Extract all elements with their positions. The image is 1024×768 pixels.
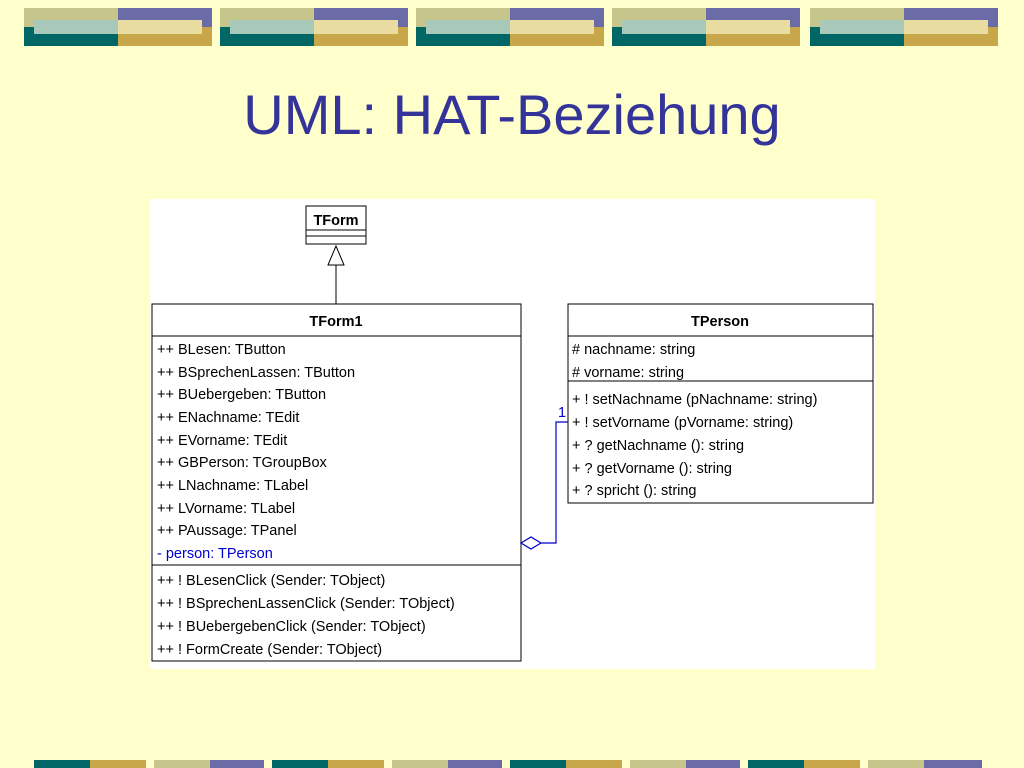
bottom-band-segment bbox=[686, 760, 740, 768]
uml-diagram-canvas: TForm TForm1 ++ BLesen: TButton ++ BSpre… bbox=[151, 205, 874, 662]
tperson-method: + ? spricht (): string bbox=[572, 483, 697, 499]
tform1-method: ++ ! BLesenClick (Sender: TObject) bbox=[157, 573, 385, 589]
bottom-band-segment bbox=[34, 760, 90, 768]
top-decoration-tile bbox=[24, 8, 212, 46]
top-decoration-tile bbox=[220, 8, 408, 46]
bottom-band-segment bbox=[448, 760, 502, 768]
bottom-band-segment bbox=[924, 760, 982, 768]
association-multiplicity: 1 bbox=[558, 405, 566, 421]
tform1-attribute: ++ ENachname: TEdit bbox=[157, 410, 299, 426]
bottom-band-segment bbox=[804, 760, 860, 768]
class-name-tform1: TForm1 bbox=[309, 314, 362, 330]
tform1-association-attribute: - person: TPerson bbox=[157, 546, 273, 562]
tform1-attribute: ++ LNachname: TLabel bbox=[157, 478, 308, 494]
bottom-band-segment bbox=[90, 760, 146, 768]
tform1-attribute: ++ BSprechenLassen: TButton bbox=[157, 365, 355, 381]
tform1-method: ++ ! FormCreate (Sender: TObject) bbox=[157, 642, 382, 658]
bottom-band-segment bbox=[868, 760, 924, 768]
tperson-method: + ! setVorname (pVorname: string) bbox=[572, 415, 793, 431]
tform1-attribute: ++ LVorname: TLabel bbox=[157, 501, 295, 517]
tperson-method: + ! setNachname (pNachname: string) bbox=[572, 392, 817, 408]
tform1-attribute: ++ PAussage: TPanel bbox=[157, 523, 297, 539]
bottom-band-segment bbox=[510, 760, 566, 768]
tform1-attribute: ++ BUebergeben: TButton bbox=[157, 387, 326, 403]
tform1-attribute: ++ GBPerson: TGroupBox bbox=[157, 455, 328, 471]
class-name-tform: TForm bbox=[313, 213, 358, 229]
bottom-band-segment bbox=[272, 760, 328, 768]
aggregation-association: 1 bbox=[519, 405, 568, 550]
tform1-attribute: ++ BLesen: TButton bbox=[157, 342, 286, 358]
bottom-band-segment bbox=[748, 760, 804, 768]
class-name-tperson: TPerson bbox=[691, 314, 749, 330]
class-tform: TForm bbox=[305, 205, 367, 245]
tform1-attribute: ++ EVorname: TEdit bbox=[157, 433, 287, 449]
slide-title: UML: HAT-Beziehung bbox=[243, 83, 781, 146]
class-tform1: TForm1 ++ BLesen: TButton ++ BSprechenLa… bbox=[151, 303, 522, 662]
tperson-attribute: # vorname: string bbox=[572, 365, 684, 381]
bottom-band-segment bbox=[328, 760, 384, 768]
bottom-band-segment bbox=[566, 760, 622, 768]
top-decoration-tile bbox=[810, 8, 998, 46]
bottom-band-segment bbox=[630, 760, 686, 768]
inheritance-arrow bbox=[327, 244, 345, 304]
tform1-method: ++ ! BUebergebenClick (Sender: TObject) bbox=[157, 619, 426, 635]
tperson-method: + ? getNachname (): string bbox=[572, 438, 744, 454]
aggregation-diamond-icon bbox=[519, 536, 543, 550]
uml-diagram: TForm TForm1 ++ BLesen: TButton ++ BSpre… bbox=[150, 199, 875, 669]
class-tperson: TPerson # nachname: string # vorname: st… bbox=[567, 303, 874, 504]
tform1-method: ++ ! BSprechenLassenClick (Sender: TObje… bbox=[157, 596, 455, 612]
bottom-band-segment bbox=[392, 760, 448, 768]
tperson-attribute: # nachname: string bbox=[572, 342, 695, 358]
top-decoration-band bbox=[24, 8, 998, 46]
tperson-method: + ? getVorname (): string bbox=[572, 461, 732, 477]
bottom-decoration-band bbox=[34, 760, 982, 768]
bottom-band-segment bbox=[154, 760, 210, 768]
top-decoration-tile bbox=[612, 8, 800, 46]
top-decoration-tile bbox=[416, 8, 604, 46]
bottom-band-segment bbox=[210, 760, 264, 768]
